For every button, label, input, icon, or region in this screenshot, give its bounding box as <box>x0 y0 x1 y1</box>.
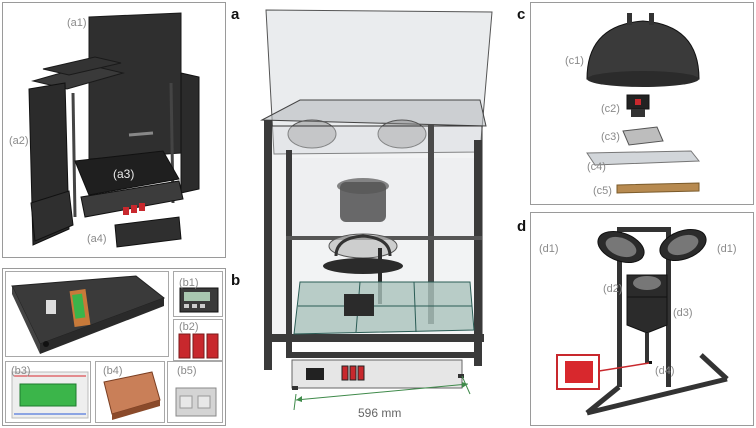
lamp-exploded-drawing <box>586 13 701 194</box>
label-a1: (a1) <box>67 17 87 29</box>
panel-letter-c: c <box>517 6 526 23</box>
breadboard-b3 <box>5 361 91 423</box>
relays-drawing <box>178 333 219 359</box>
label-c1: (c1) <box>565 55 584 67</box>
enclosure-exploded-drawing <box>28 12 200 248</box>
relay-module-drawing <box>175 387 217 417</box>
panel-enclosure-exploded: (a1) (a2) (a3) (a4) <box>2 2 226 258</box>
panel-letter-b: b <box>231 272 241 289</box>
controller-b1 <box>173 271 223 317</box>
label-b4: (b4) <box>103 365 123 377</box>
label-d2: (d2) <box>603 283 623 295</box>
label-b5: (b5) <box>177 365 197 377</box>
power-supply-b4 <box>95 361 165 423</box>
breadboard-drawing <box>11 371 89 419</box>
panel-electronics: (b1) (b2) (b3) (b4) (b5) <box>2 268 226 426</box>
label-d3: (d3) <box>673 307 693 319</box>
label-a2: (a2) <box>9 135 29 147</box>
label-c3: (c3) <box>601 131 620 143</box>
relays-b2 <box>173 319 223 361</box>
dimension-label: 596 mm <box>358 406 402 420</box>
label-d1-left: (d1) <box>539 243 559 255</box>
power-supply-drawing <box>103 371 161 420</box>
label-a3: (a3) <box>113 167 135 181</box>
electronics-tray-drawing <box>11 275 166 354</box>
label-c5: (c5) <box>593 185 612 197</box>
label-d4: (d4) <box>655 365 675 377</box>
panel-lamp-exploded: (c1) (c2) (c3) (c4) (c5) <box>530 2 754 205</box>
label-d1-right: (d1) <box>717 243 737 255</box>
panel-letter-d: d <box>517 218 527 235</box>
label-b2: (b2) <box>179 321 199 333</box>
panel-fan-support: (d1) (d1) (d2) (d3) (d4) <box>530 212 754 426</box>
electronics-tray <box>5 271 169 357</box>
relay-module-b5 <box>167 361 223 423</box>
label-b3: (b3) <box>11 365 31 377</box>
label-a4: (a4) <box>87 233 107 245</box>
label-b1: (b1) <box>179 277 199 289</box>
panel-letter-a: a <box>231 6 240 23</box>
controller-drawing <box>179 287 219 313</box>
fan-support-drawing <box>556 227 729 416</box>
label-c2: (c2) <box>601 103 620 115</box>
label-c4: (c4) <box>587 161 606 173</box>
